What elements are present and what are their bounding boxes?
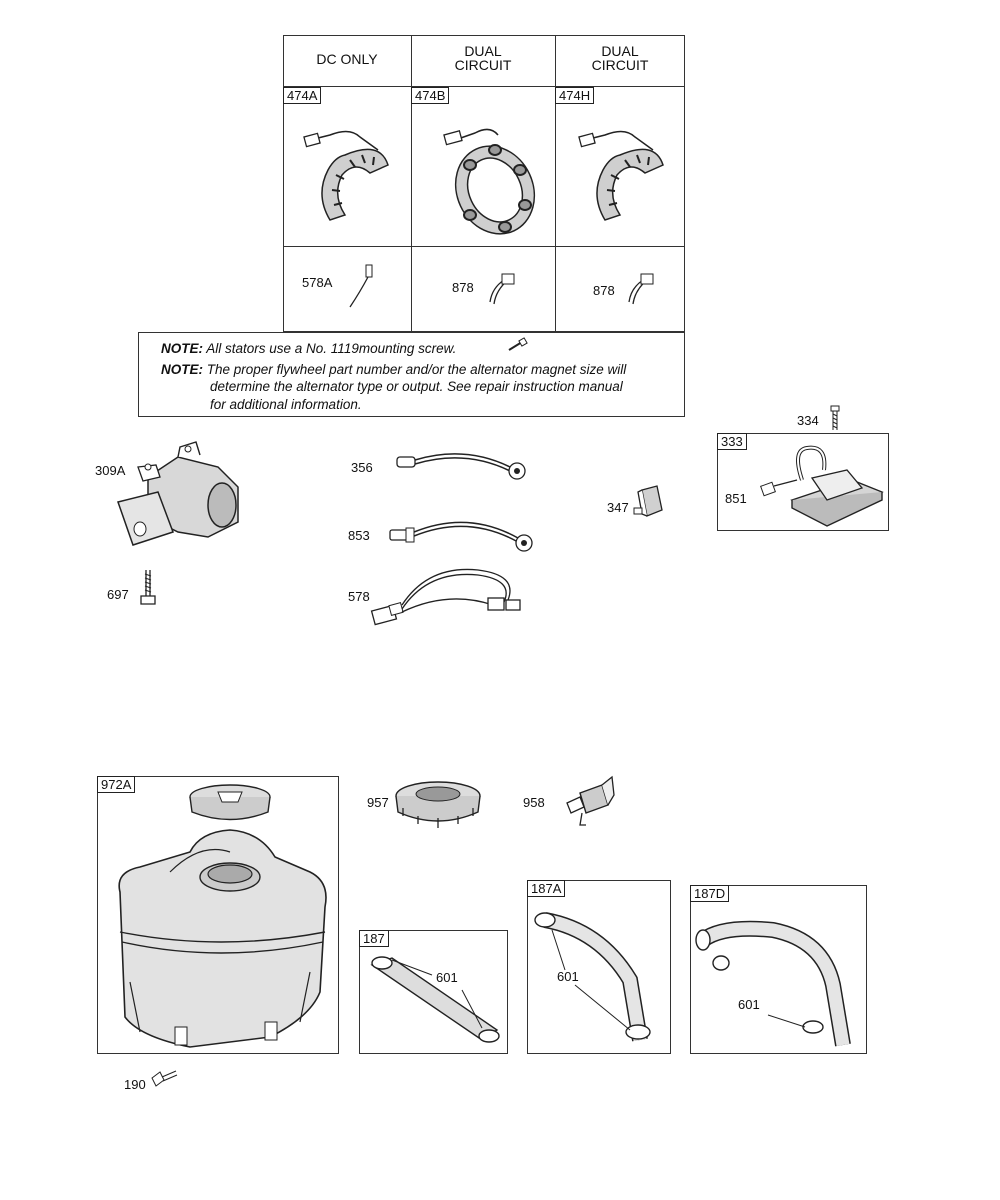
part-box-187D (690, 885, 867, 1054)
part-box-972A (97, 776, 339, 1054)
part-label-853: 853 (348, 528, 370, 543)
part-label-851: 851 (725, 491, 747, 506)
stator-half-illustration (303, 130, 389, 221)
part-label-309A: 309A (95, 463, 126, 478)
part-label-578: 578 (348, 589, 370, 604)
part-label-578A: 578A (302, 275, 333, 290)
part-tag-187A: 187A (527, 880, 566, 897)
lead-connector-illustration (628, 273, 654, 305)
starter-motor-illustration (117, 441, 239, 546)
part-label-347: 347 (607, 500, 629, 515)
part-box-187 (359, 930, 508, 1054)
part-tag-187: 187 (359, 930, 389, 947)
part-label-601: 601 (738, 997, 760, 1012)
lead-connector-illustration (489, 273, 515, 305)
fuel-pump-illustration (760, 445, 884, 527)
header-dc-only: DC ONLY (316, 51, 378, 67)
header-dual-circuit: DUAL CIRCUIT (454, 43, 512, 73)
fuel-line-curved-illustration (695, 920, 851, 1047)
connector-block-illustration (633, 485, 663, 517)
part-box-333 (717, 433, 889, 531)
table-divider (411, 35, 412, 332)
note-text-line: The proper flywheel part number and/or t… (206, 362, 627, 377)
table-divider (283, 246, 685, 247)
part-label-334: 334 (797, 413, 819, 428)
part-label-697: 697 (107, 587, 129, 602)
part-tag-333: 333 (717, 433, 747, 450)
part-label-190: 190 (124, 1077, 146, 1092)
stator-table (283, 35, 685, 332)
part-label-601: 601 (557, 969, 579, 984)
part-tag-187D: 187D (690, 885, 730, 902)
note-1: NOTE: All stators use a No. 1119mounting… (161, 340, 456, 357)
part-label-601: 601 (436, 970, 458, 985)
ground-cable-illustration (389, 521, 533, 552)
ground-cable-illustration (396, 453, 526, 480)
part-tag-972A: 972A (97, 776, 136, 793)
header-dual-circuit: DUAL CIRCUIT (591, 43, 649, 73)
part-box-187A (527, 880, 671, 1054)
fuel-cap-illustration (395, 781, 481, 828)
fuel-shutoff-valve-illustration (566, 775, 615, 826)
note-2: NOTE: The proper flywheel part number an… (161, 361, 626, 378)
part-label-878: 878 (452, 280, 474, 295)
table-divider (283, 86, 685, 87)
fuel-tank-illustration (118, 784, 327, 1048)
notes-box (138, 332, 685, 417)
note-label: NOTE: (161, 341, 203, 356)
fuel-line-straight-illustration (370, 956, 500, 1043)
part-tag-474H: 474H (555, 87, 595, 104)
part-tag-474B: 474B (411, 87, 450, 104)
note-label: NOTE: (161, 362, 203, 377)
note-2-continued: determine the alternator type or output.… (210, 379, 623, 394)
note-2-continued: for additional information. (210, 397, 362, 412)
stator-half-illustration (578, 130, 664, 221)
stator-full-ring-illustration (443, 128, 536, 235)
bolt-illustration (140, 570, 156, 605)
screw-icon (508, 337, 528, 351)
part-tag-474A: 474A (283, 87, 322, 104)
part-label-957: 957 (367, 795, 389, 810)
lead-wire-illustration (349, 264, 373, 308)
table-divider (555, 35, 556, 332)
part-label-878: 878 (593, 283, 615, 298)
part-label-958: 958 (523, 795, 545, 810)
fuel-line-curved-illustration (534, 912, 651, 1042)
part-label-356: 356 (351, 460, 373, 475)
note-text: All stators use a No. 1119mounting screw… (206, 341, 457, 356)
screw-illustration (151, 1070, 178, 1087)
wire-harness-illustration (370, 568, 521, 626)
screw-illustration (830, 405, 840, 430)
